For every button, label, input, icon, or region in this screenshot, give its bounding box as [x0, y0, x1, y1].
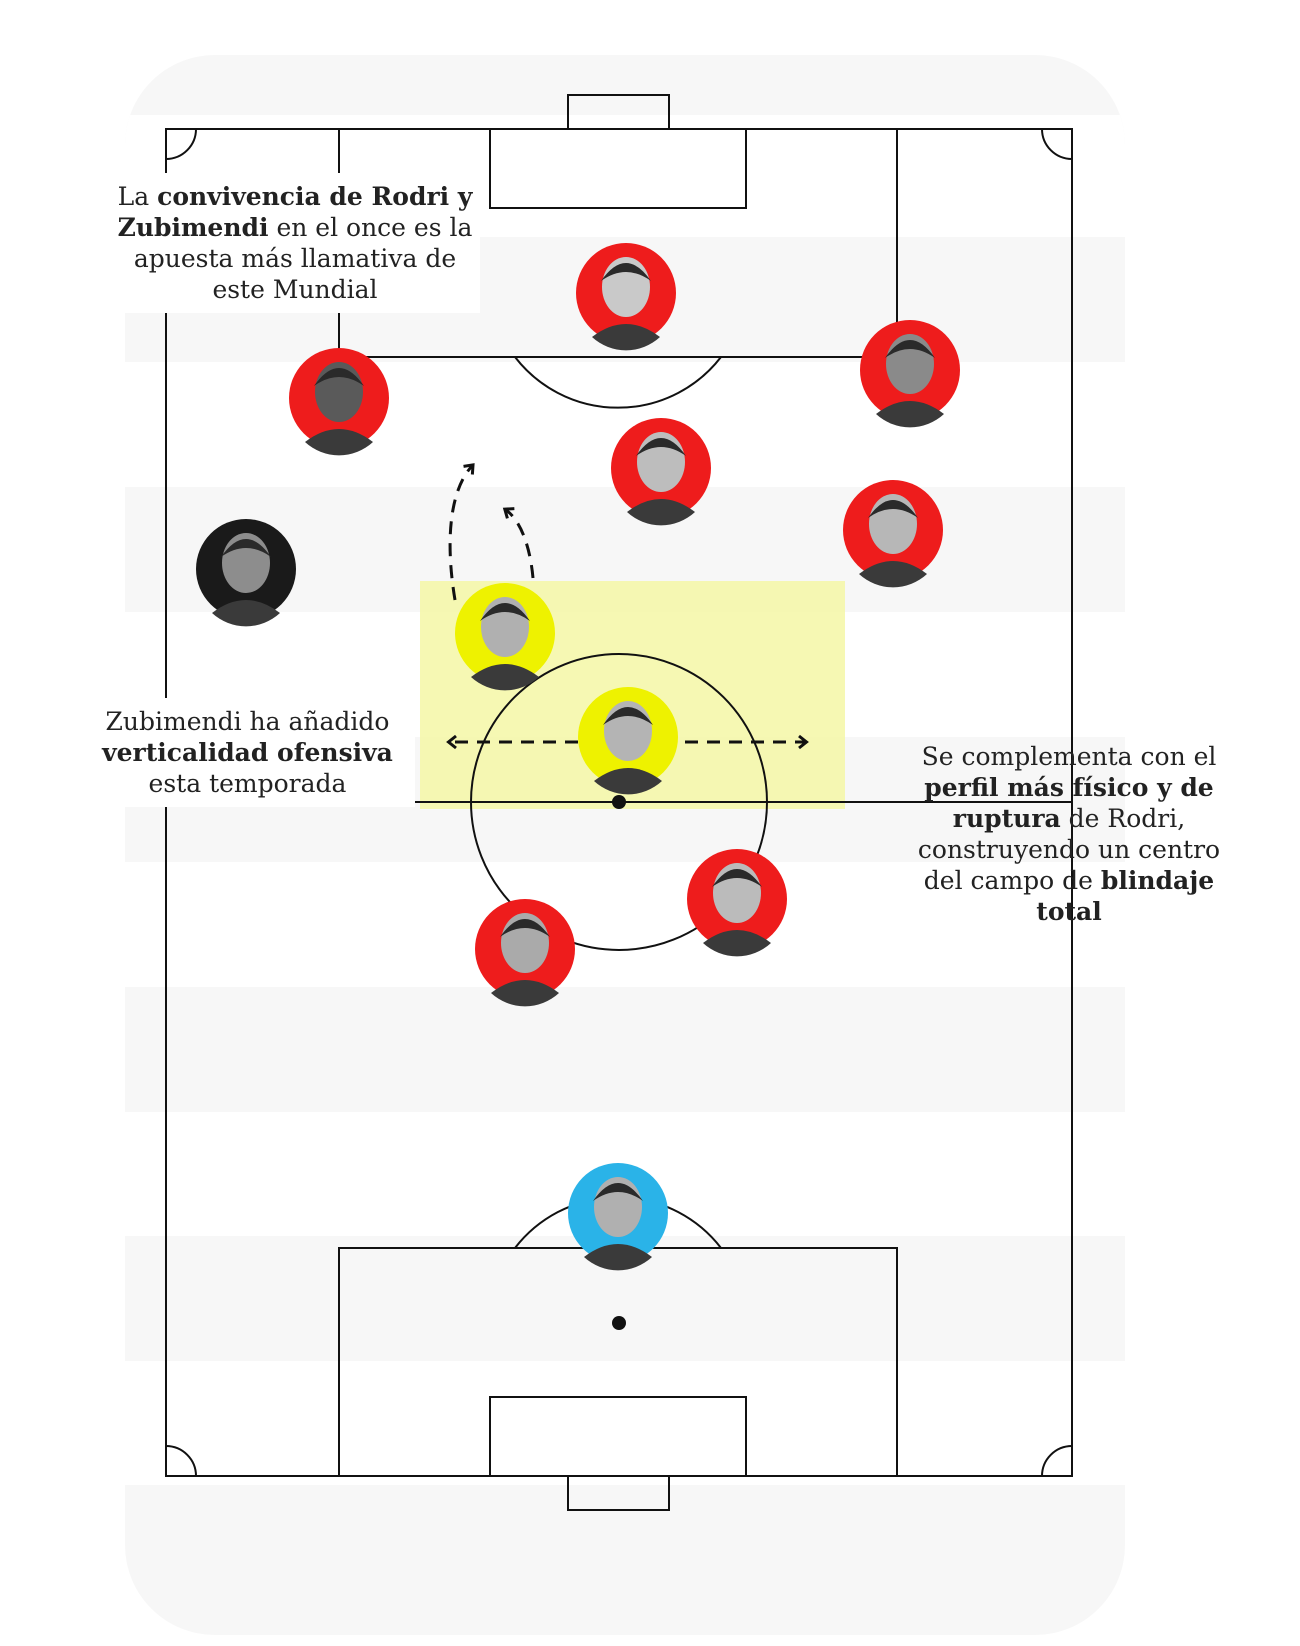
annotation-bold: blindaje total	[1036, 866, 1215, 926]
corner-arc-tr	[1041, 128, 1073, 160]
player-rodri	[578, 687, 678, 795]
corner-arc-bl	[165, 1445, 197, 1477]
player-zubimendi	[455, 583, 555, 691]
player-left-back	[196, 519, 296, 627]
player-shoulders-icon	[703, 930, 771, 957]
player-shoulders-icon	[584, 1244, 652, 1271]
player-hair-icon	[868, 500, 918, 518]
player-hair-icon	[221, 539, 271, 557]
center-circle	[470, 653, 768, 951]
player-hair-icon	[636, 438, 686, 456]
player-shoulders-icon	[859, 561, 927, 588]
pitch-background	[0, 55, 1300, 1635]
player-shoulders-icon	[627, 499, 695, 526]
corner-arc-tl	[165, 128, 197, 160]
player-hair-icon	[314, 368, 364, 386]
annotation-text: de Rodri, construyendo un centro del cam…	[917, 804, 1221, 895]
corner-arc-br	[1041, 1445, 1073, 1477]
annotation-bold: verticalidad ofensiva	[102, 738, 393, 767]
players-layer	[196, 243, 960, 1271]
player-right-mid	[843, 480, 943, 588]
annotation-bold: Zubimendi	[117, 213, 269, 242]
player-shoulders-icon	[594, 768, 662, 795]
player-hair-icon	[885, 340, 935, 358]
annotation-text: esta temporada	[148, 769, 347, 798]
center-spot	[612, 795, 626, 809]
player-shoulders-icon	[592, 324, 660, 351]
player-hair-icon	[712, 869, 762, 887]
annotation-text: en el once es la apuesta más llamativa d…	[133, 213, 473, 304]
annotation-text: Zubimendi ha añadido	[105, 707, 390, 736]
player-center-back-left	[475, 899, 575, 1007]
player-shoulders-icon	[471, 664, 539, 691]
top-penalty-arc	[514, 356, 722, 409]
player-center-back-right	[687, 849, 787, 957]
player-hair-icon	[593, 1183, 643, 1201]
player-forward-right	[860, 320, 960, 428]
annotation-bold: convivencia de Rodri y	[157, 182, 473, 211]
penalty-spot	[612, 1316, 626, 1330]
player-hair-icon	[601, 263, 651, 281]
player-hair-icon	[500, 919, 550, 937]
annotation-text: La	[117, 182, 158, 211]
curved-run-arrow-2	[502, 507, 535, 579]
annotation-bold: perfil más físico y de ruptura	[924, 773, 1214, 833]
player-hair-icon	[603, 707, 653, 725]
player-shoulders-icon	[305, 429, 373, 456]
annotation-text: Se complementa con el	[921, 742, 1217, 771]
player-hair-icon	[480, 603, 530, 621]
player-forward-left	[289, 348, 389, 456]
player-forward-center	[576, 243, 676, 351]
player-attacking-mid	[611, 418, 711, 526]
player-shoulders-icon	[876, 401, 944, 428]
annotation-rodri-profile: Se complementa con el perfil más físico …	[916, 735, 1222, 933]
player-goalkeeper	[568, 1163, 668, 1271]
player-shoulders-icon	[491, 980, 559, 1007]
movement-arrows	[446, 463, 809, 750]
player-shoulders-icon	[212, 600, 280, 627]
